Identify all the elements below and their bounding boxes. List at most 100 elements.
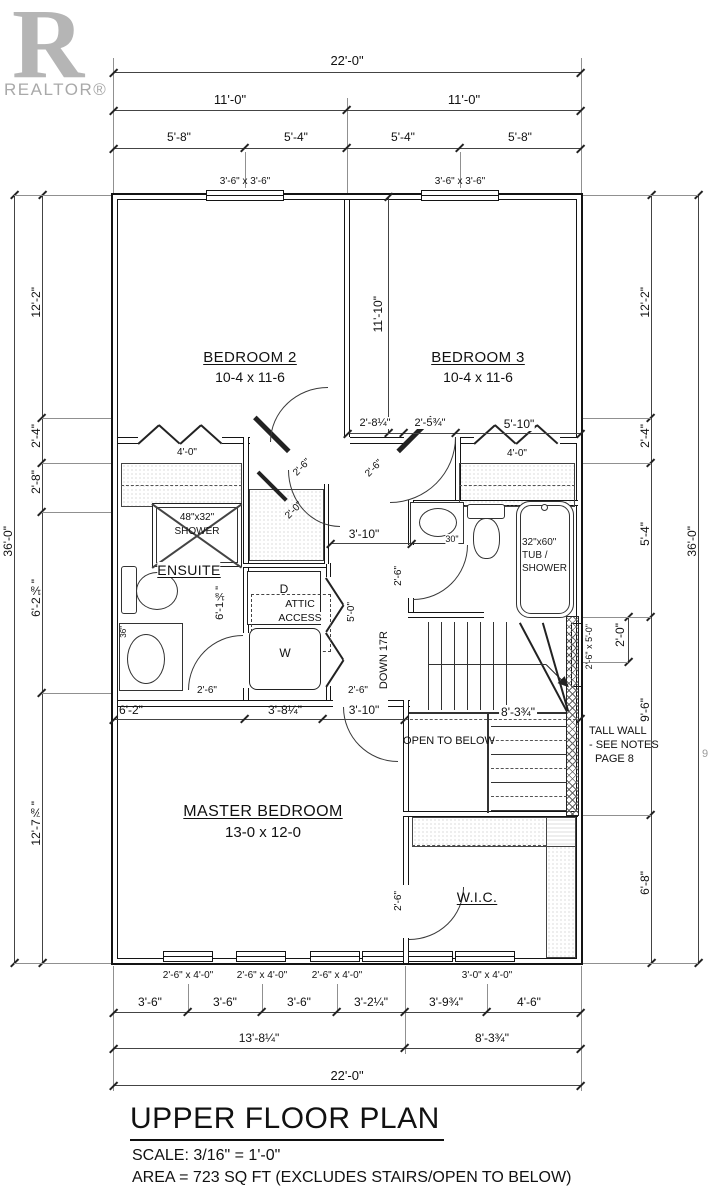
bedroom2-size: 10-4 x 11-6 xyxy=(215,369,285,385)
wall-master-top xyxy=(388,700,410,707)
dim-bot-overall: 22'-0" xyxy=(330,1068,364,1083)
extension-line xyxy=(42,693,113,694)
window2-label: 2'-6" x 4'-0" xyxy=(236,970,288,981)
dim-line xyxy=(42,195,43,963)
extension-line xyxy=(42,512,113,513)
dim-hall-lower: 3'-10" xyxy=(348,703,380,717)
stair-tread xyxy=(467,622,469,710)
wic-label: W.I.C. xyxy=(456,889,498,905)
dim-right-seg4: 9'-6" xyxy=(638,698,652,722)
tub-label: TUB / xyxy=(522,550,548,561)
dim-line xyxy=(113,1085,581,1086)
sink-ensuite xyxy=(127,634,165,684)
extension-line xyxy=(583,195,698,196)
window-leader-line xyxy=(188,984,189,1012)
bedroom2-label: BEDROOM 2 xyxy=(203,349,297,366)
wall-bedroom-divider xyxy=(344,200,350,437)
window-wic xyxy=(455,951,515,962)
wall-ensuite-right xyxy=(243,437,249,633)
window-label-top-right: 3'-6" x 3'-6" xyxy=(434,176,486,187)
window-label-top-left: 3'-6" x 3'-6" xyxy=(219,176,271,187)
drawing-title: UPPER FLOOR PLAN xyxy=(130,1102,444,1141)
tub-size-label: 32"x60" xyxy=(522,537,557,548)
dim-line xyxy=(330,543,412,544)
window-master-2 xyxy=(236,951,286,962)
stair-tread xyxy=(493,622,495,710)
sink-bath xyxy=(419,508,457,537)
extension-line xyxy=(42,418,113,419)
dim-left-seg2: 2'-4" xyxy=(29,424,43,448)
dim-top-seg1: 5'-8" xyxy=(167,130,191,144)
window-leader-line xyxy=(262,984,263,1012)
window-leader-line xyxy=(460,152,461,188)
toilet-bowl-ensuite xyxy=(136,572,178,610)
page-mark: 9 xyxy=(702,748,709,760)
extension-line xyxy=(583,662,628,663)
stair-tread xyxy=(454,622,456,710)
extension-line xyxy=(583,963,698,964)
window4-label: 3'-0" x 4'-0" xyxy=(461,970,513,981)
wall-master-right xyxy=(403,700,409,885)
wall-laundry-right xyxy=(326,563,331,577)
extension-line xyxy=(583,463,651,464)
dim-closet2: 4'-0" xyxy=(177,447,197,458)
attic-access-label2: ACCESS xyxy=(278,612,322,624)
dim-bot-seg2: 3'-6" xyxy=(213,995,237,1009)
dim-line xyxy=(14,195,15,963)
toilet-bowl-bath xyxy=(473,518,500,559)
dim-line xyxy=(113,72,581,73)
stair-tread xyxy=(428,622,430,710)
window-bedroom2 xyxy=(206,190,284,201)
dim-door-wic: 2'-6" xyxy=(393,891,404,911)
dim-left-seg3: 2'-8" xyxy=(29,470,43,494)
wall-stair-landing xyxy=(408,612,484,618)
tall-wall-note: TALL WALL - SEE NOTES PAGE 8 xyxy=(589,724,659,766)
window-leader-line xyxy=(337,984,338,1012)
window-master-3 xyxy=(310,951,360,962)
attic-access-label1: ATTIC xyxy=(285,598,315,610)
dim-left-overall: 36'-0" xyxy=(1,526,15,557)
wall-closet-front xyxy=(222,437,250,444)
wall-closet-front xyxy=(456,437,474,444)
toilet-tank-bath xyxy=(467,504,505,519)
stair-tread xyxy=(480,622,482,710)
stair-tread xyxy=(491,810,567,812)
dim-line xyxy=(113,148,581,149)
extension-line xyxy=(581,966,582,1091)
dim-left-seg4: 6'-2⅛" xyxy=(29,579,43,617)
window-master-1 xyxy=(163,951,213,962)
stair-tread xyxy=(491,754,567,756)
closet-rod-dashed xyxy=(121,485,242,486)
dim-line xyxy=(698,195,699,963)
dim-left-seg1: 12'-2" xyxy=(29,287,43,318)
dim-bot-seg6: 4'-6" xyxy=(517,995,541,1009)
wall-master-top xyxy=(118,700,333,707)
dim-bot-seg4: 3'-2¼" xyxy=(354,995,388,1009)
wall-master-right xyxy=(403,938,409,963)
extension-line xyxy=(14,963,113,964)
wall-laundry-right xyxy=(326,686,331,702)
dim-line xyxy=(347,433,581,434)
dim-line xyxy=(388,197,389,433)
shower-label: SHOWER xyxy=(174,526,220,537)
wall-laundry-top xyxy=(243,563,331,568)
dim-line xyxy=(651,195,652,963)
dim-laundry-depth: 5'-0" xyxy=(346,602,357,622)
dim-top-seg2: 5'-4" xyxy=(284,130,308,144)
stair-tread xyxy=(441,622,443,710)
extension-line xyxy=(14,195,113,196)
extension-line xyxy=(583,418,651,419)
dim-stair-width: 8'-3¾" xyxy=(499,705,537,719)
drawing-area: AREA = 723 SQ FT (EXCLUDES STAIRS/OPEN T… xyxy=(132,1169,572,1186)
dim-line xyxy=(113,1012,581,1013)
vanity-bath-width: 30" xyxy=(445,534,459,544)
stairs-label: DOWN 17R xyxy=(378,631,390,690)
dim-top-right-half: 11'-0" xyxy=(447,92,481,107)
dim-laundry-width: 3'-8¼" xyxy=(268,703,302,717)
dim-line xyxy=(628,617,629,662)
stair-direction-line xyxy=(428,664,546,666)
open-to-below-label: OPEN TO BELOW xyxy=(403,735,495,747)
wic-shelf-hatch-right xyxy=(546,817,576,958)
extension-line xyxy=(42,463,113,464)
